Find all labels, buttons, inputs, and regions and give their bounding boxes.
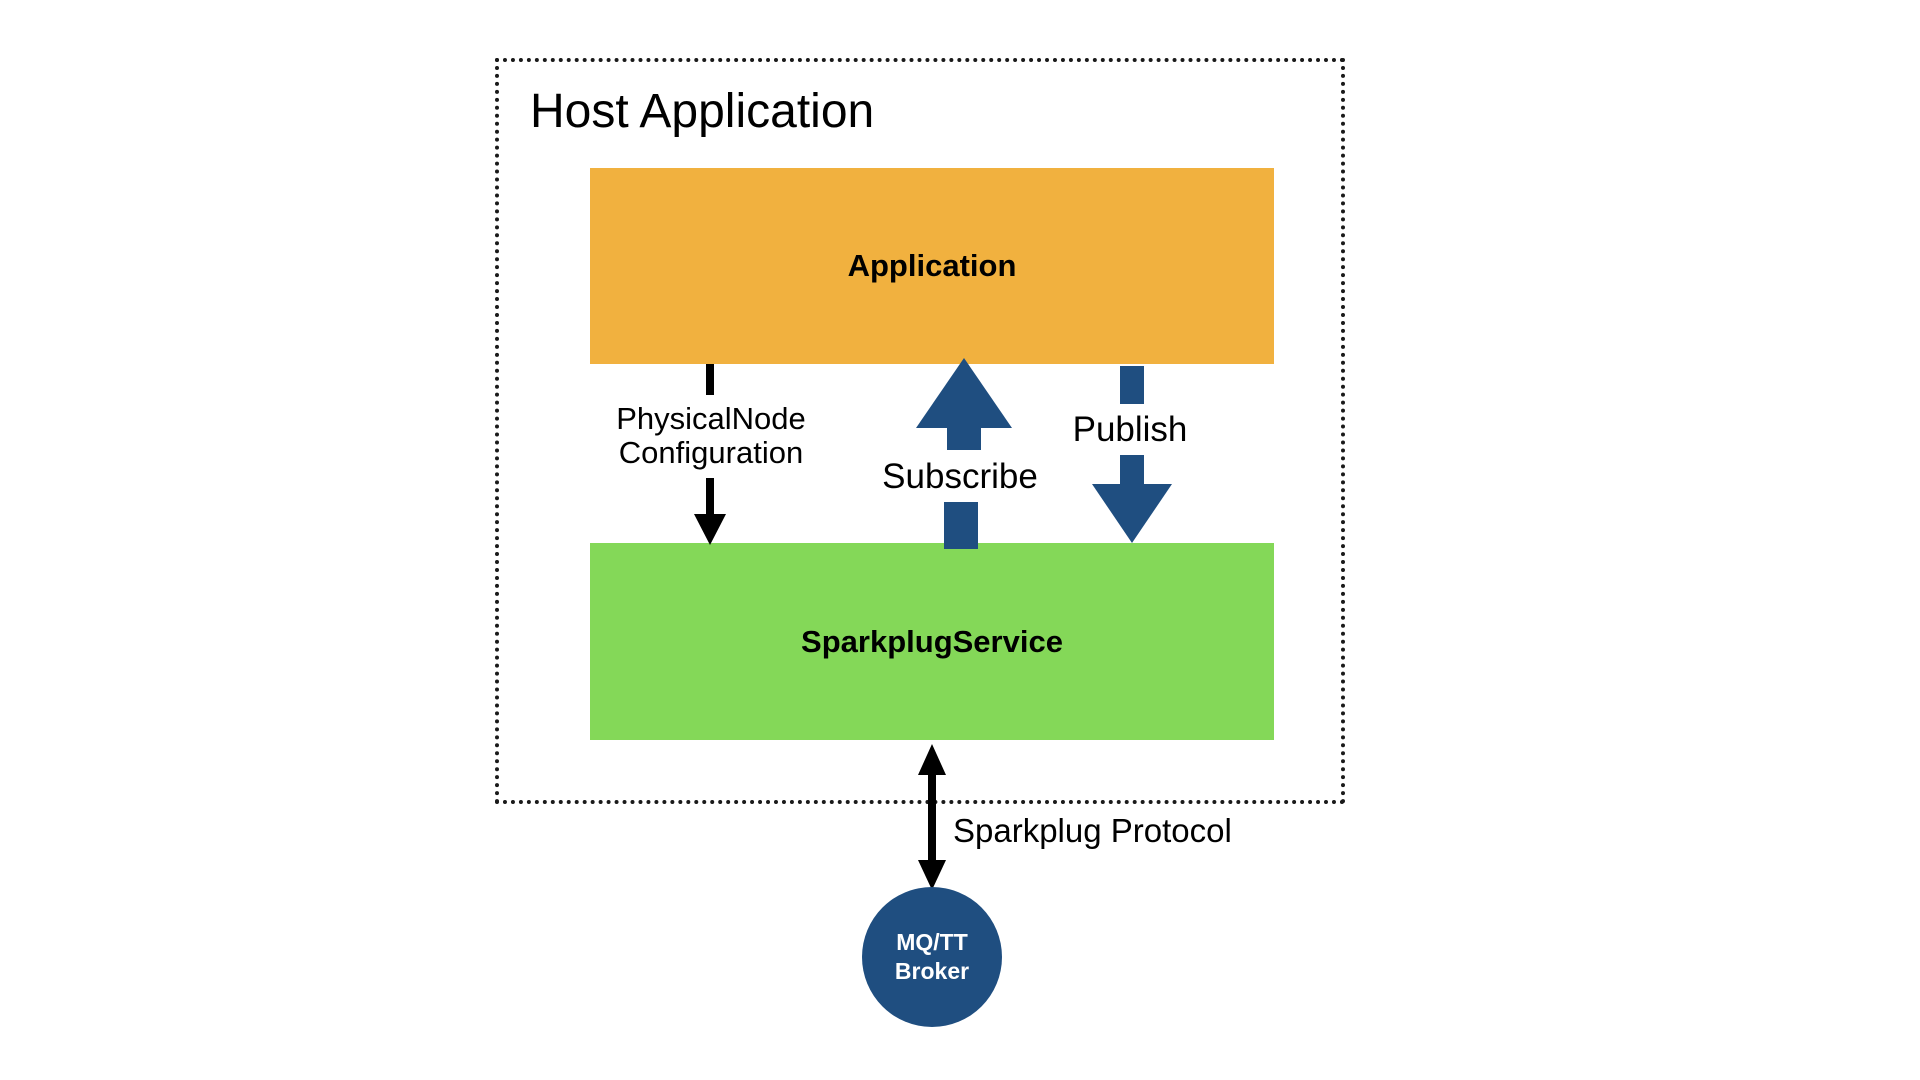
application-label: Application — [847, 248, 1017, 283]
host-application-title: Host Application — [530, 85, 875, 138]
sparkplug-protocol-label: Sparkplug Protocol — [953, 812, 1232, 849]
broker-label-line1: MQ/TT — [896, 929, 968, 955]
subscribe-arrow-lower-shaft — [944, 502, 978, 549]
protocol-arrow-head-up — [918, 744, 946, 775]
physical-node-configuration-label: PhysicalNode Configuration — [600, 402, 822, 470]
subscribe-arrow-upper-shaft — [947, 427, 981, 450]
sparkplug-service-block: SparkplugService — [590, 543, 1274, 740]
publish-arrow-lower-shaft — [1120, 455, 1144, 485]
sparkplug-service-label: SparkplugService — [801, 623, 1063, 659]
publish-label: Publish — [1072, 410, 1188, 449]
config-label-line2: Configuration — [618, 435, 804, 470]
subscribe-label: Subscribe — [882, 457, 1038, 496]
config-label-line1: PhysicalNode — [616, 401, 806, 436]
publish-arrow-head — [1092, 484, 1172, 543]
protocol-arrow-head-down — [918, 860, 946, 890]
broker-label-line2: Broker — [894, 958, 970, 984]
config-arrow-head — [694, 514, 726, 545]
mqtt-broker-node: MQ/TT Broker — [862, 887, 1002, 1027]
publish-arrow-upper-shaft — [1120, 366, 1144, 404]
host-application-frame — [495, 58, 1345, 804]
subscribe-arrow-head — [916, 358, 1012, 428]
application-block: Application — [590, 168, 1274, 364]
